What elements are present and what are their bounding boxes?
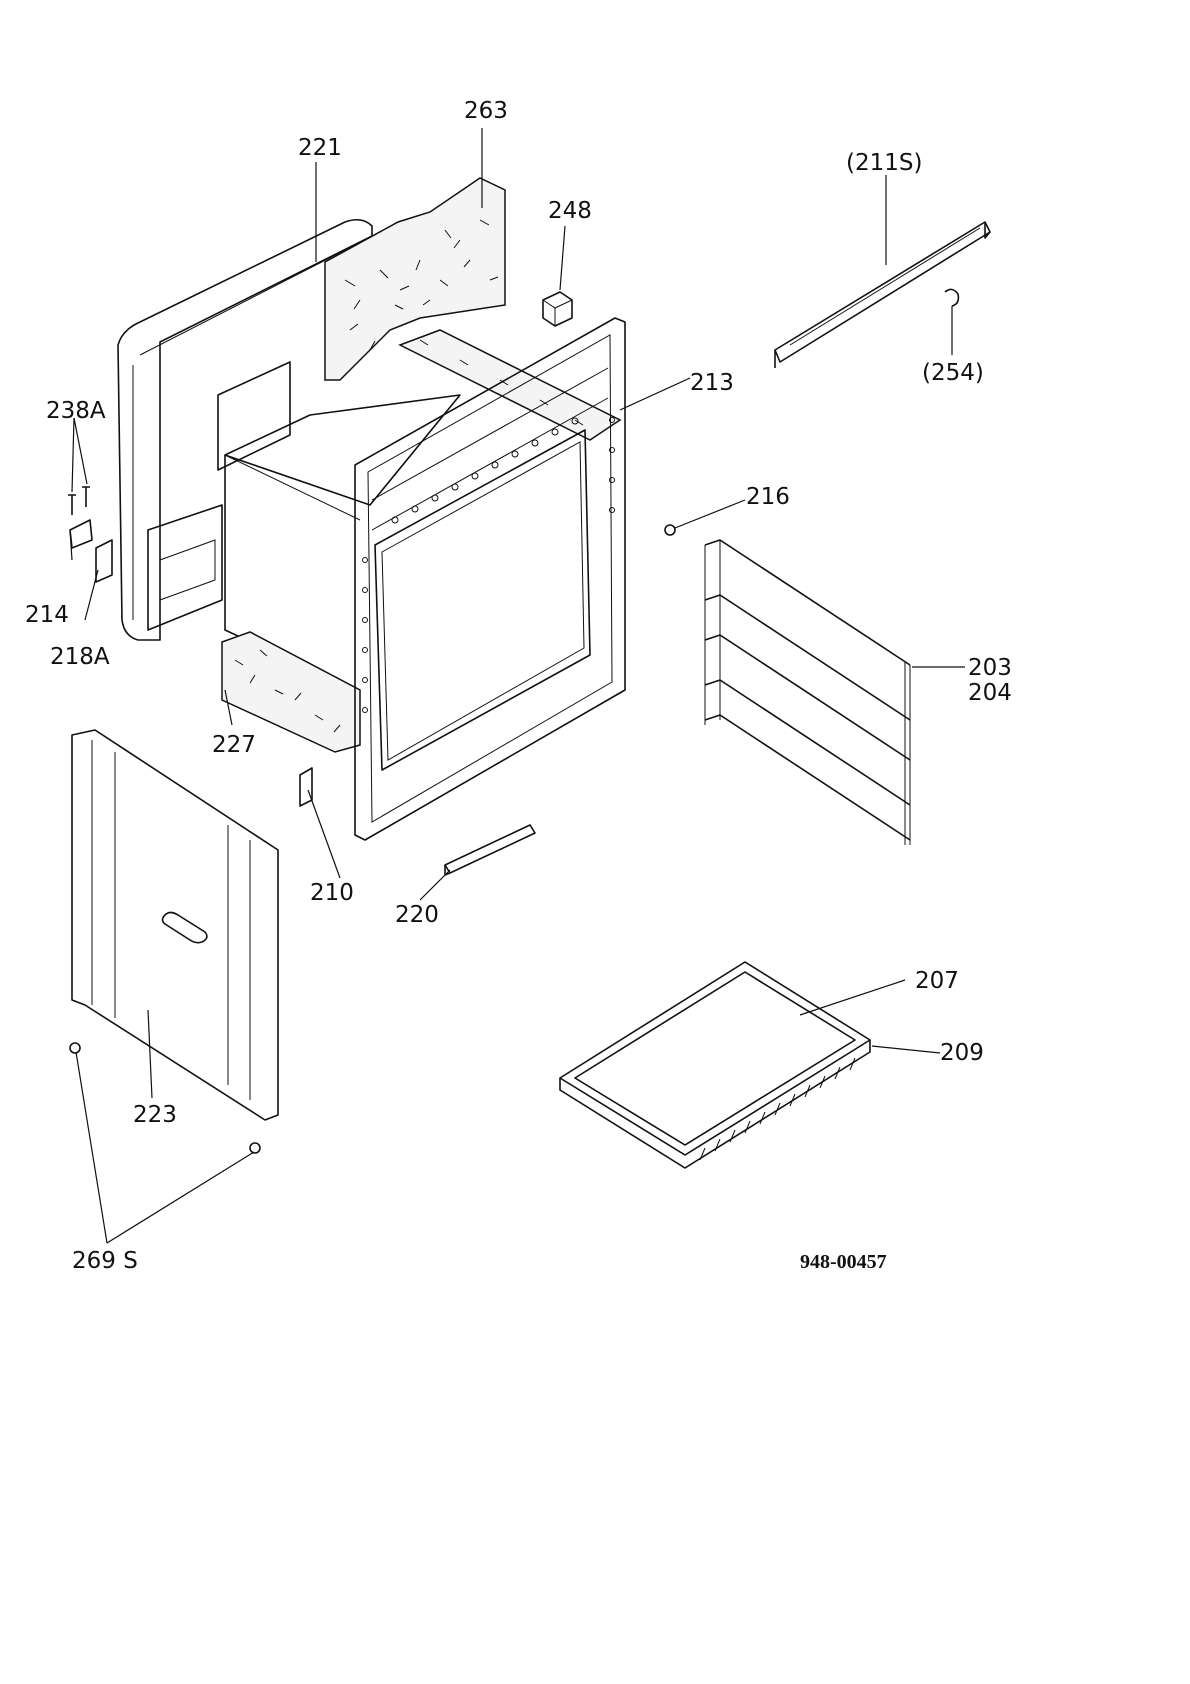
label-220: 220 bbox=[395, 902, 439, 928]
part-insulation-strip-upper bbox=[398, 329, 622, 441]
part-216-screw bbox=[664, 524, 676, 536]
part-263-top-insulation bbox=[324, 177, 506, 381]
label-248: 248 bbox=[548, 198, 592, 224]
label-203: 203 bbox=[968, 655, 1012, 681]
part-207-209-baking-tray bbox=[559, 961, 871, 1169]
part-254-clip bbox=[944, 288, 960, 307]
label-223: 223 bbox=[133, 1102, 177, 1128]
part-220-bar bbox=[444, 824, 536, 876]
label-214: 214 bbox=[25, 602, 69, 628]
label-211s: (211S) bbox=[846, 150, 922, 176]
part-223-side-panel bbox=[71, 729, 279, 1121]
label-269s: 269 S bbox=[72, 1248, 138, 1274]
label-207: 207 bbox=[915, 968, 959, 994]
part-218a-plate bbox=[95, 539, 113, 583]
label-238a: 238A bbox=[46, 398, 106, 424]
label-221: 221 bbox=[298, 135, 342, 161]
label-216: 216 bbox=[746, 484, 790, 510]
drawing-number: 948-00457 bbox=[800, 1251, 887, 1273]
label-263: 263 bbox=[464, 98, 508, 124]
part-203-204-shelf-runners bbox=[704, 539, 911, 845]
part-227-bottom-insulation bbox=[221, 631, 361, 753]
leader-lines bbox=[69, 128, 965, 1244]
part-labels: 263 221 248 (211S) (254) 213 238A 216 21… bbox=[25, 98, 1012, 1274]
part-248-clip bbox=[542, 291, 573, 327]
label-227: 227 bbox=[212, 732, 256, 758]
label-210: 210 bbox=[310, 880, 354, 906]
label-213: 213 bbox=[690, 370, 734, 396]
part-221-rear-wall bbox=[117, 218, 373, 641]
label-218a: 218A bbox=[50, 644, 110, 670]
part-238a-screws bbox=[68, 486, 90, 515]
part-211s-rail bbox=[774, 221, 991, 368]
label-209: 209 bbox=[940, 1040, 984, 1066]
label-254: (254) bbox=[922, 360, 984, 386]
part-214-bracket bbox=[69, 519, 93, 549]
part-210-latch bbox=[299, 767, 313, 807]
part-213-front-frame bbox=[354, 317, 626, 841]
part-269s-screws bbox=[69, 1042, 261, 1154]
frame-hole-row bbox=[362, 417, 615, 713]
label-204: 204 bbox=[968, 680, 1012, 706]
